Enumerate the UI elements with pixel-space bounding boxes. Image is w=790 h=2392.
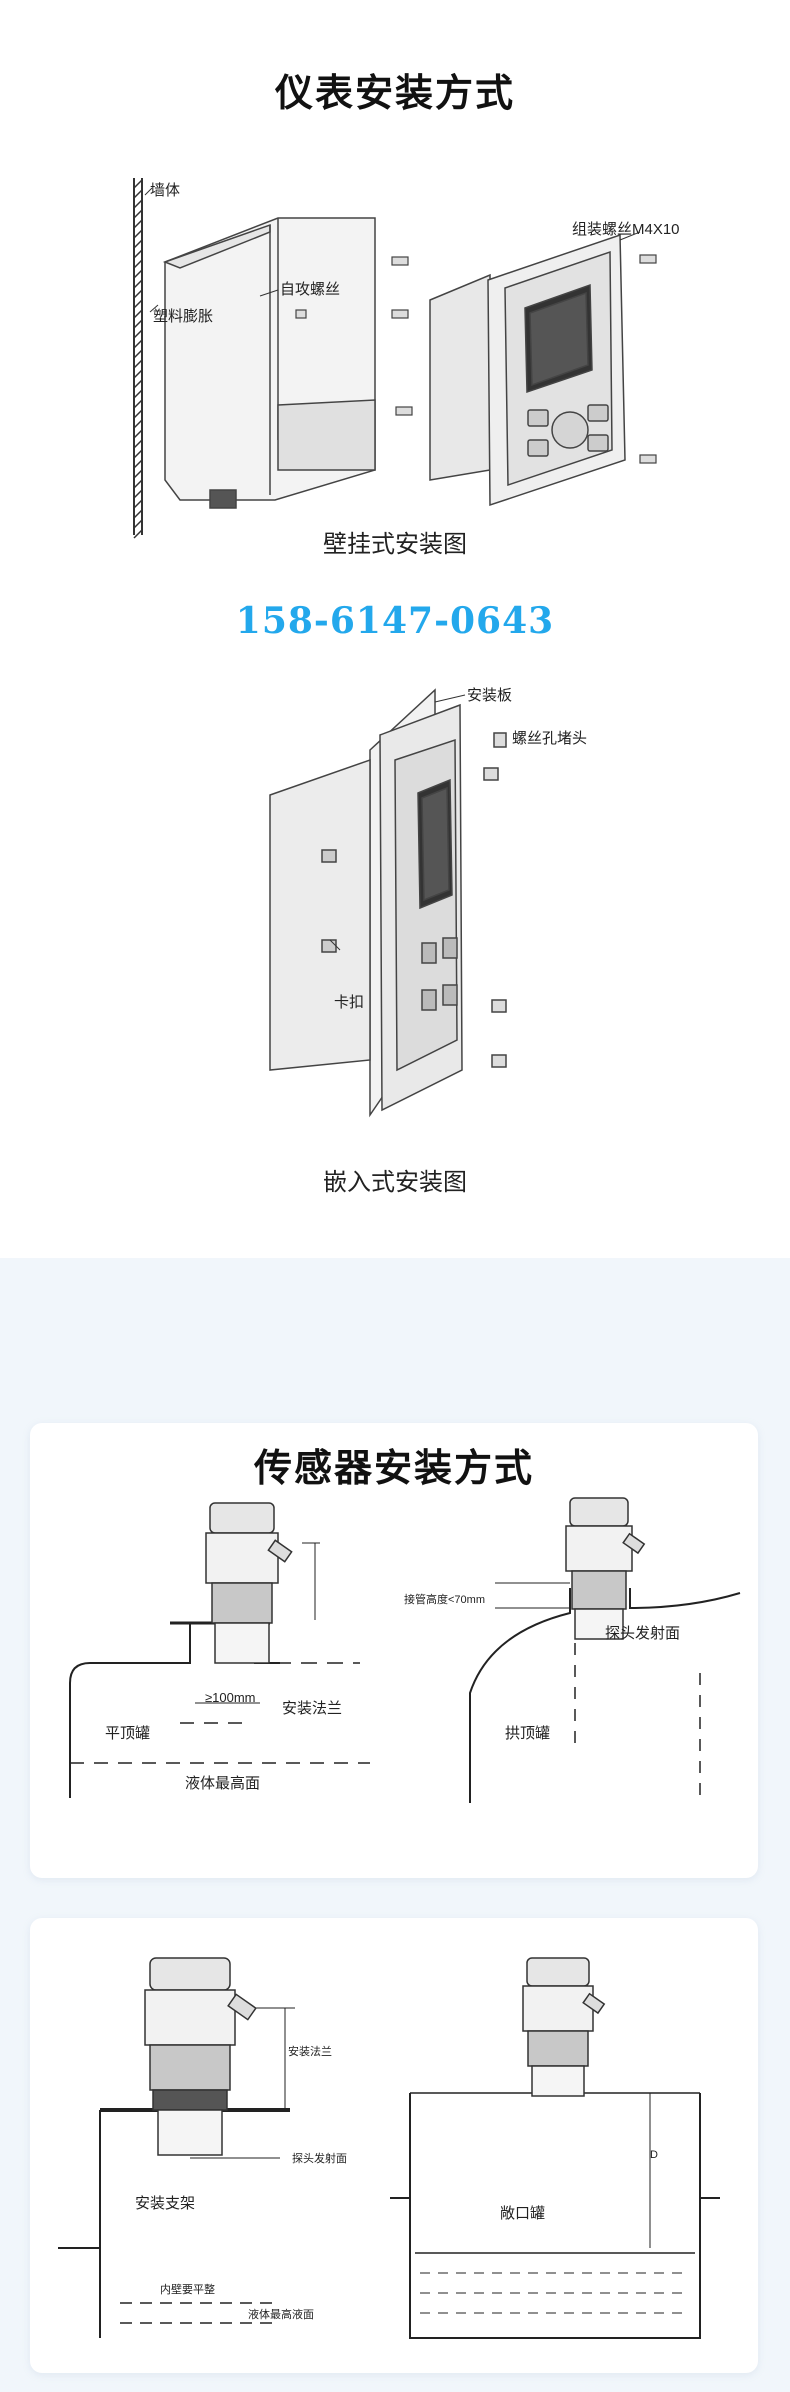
tank-top-diagrams: ≥100mm 安装法兰 平顶罐 液体最高面 接管高度<70mm 探头发 bbox=[69, 1497, 741, 1803]
wall-hatch-stroke bbox=[133, 369, 143, 379]
sensor-install-section: 传感器安装方式 ≥100mm 安装法兰 bbox=[0, 1258, 790, 2392]
sensor-probe-1 bbox=[205, 1502, 293, 1664]
wall-hatch-stroke bbox=[133, 239, 143, 249]
wall-hatch-stroke bbox=[133, 309, 143, 319]
label-max-level-1: 液体最高面 bbox=[185, 1775, 260, 1792]
meter-install-section: 仪表安装方式 bbox=[133, 73, 680, 1196]
label-dome-top-tank: 拱顶罐 bbox=[505, 1725, 550, 1742]
wall-hatch-stroke bbox=[133, 219, 143, 229]
wall-hatch-stroke bbox=[133, 229, 143, 239]
wall-hatch-stroke bbox=[133, 299, 143, 309]
leader-lines bbox=[144, 187, 641, 313]
wall-hatch-stroke bbox=[133, 449, 143, 459]
wall-hatch-stroke bbox=[133, 519, 143, 529]
wall-mount-diagram: 墙体 自攻螺丝 塑料膨胀 组装螺丝M4X10 bbox=[133, 178, 680, 539]
wall-hatch-stroke bbox=[133, 379, 143, 389]
wall-mount-caption: 壁挂式安装图 bbox=[323, 531, 467, 558]
wall-hatch-stroke bbox=[133, 259, 143, 269]
wall-hatch-stroke bbox=[133, 359, 143, 369]
wall-hatch-stroke bbox=[133, 289, 143, 299]
sensor-probe-3 bbox=[144, 1957, 257, 2156]
screws bbox=[295, 254, 657, 464]
meter-front bbox=[429, 233, 626, 507]
wall-hatch-stroke bbox=[133, 489, 143, 499]
label-open-tank: 敞口罐 bbox=[500, 2205, 545, 2222]
label-flat-top-tank: 平顶罐 bbox=[105, 1725, 150, 1742]
open-tank bbox=[390, 2092, 720, 2339]
wall-hatch-stroke bbox=[133, 269, 143, 279]
label-flange-1: 安装法兰 bbox=[282, 1700, 342, 1717]
label-bracket: 安装支架 bbox=[135, 2195, 195, 2212]
sensor-probe-2 bbox=[565, 1497, 646, 1640]
wall-hatch-stroke bbox=[133, 209, 143, 219]
label-size: ≥100mm bbox=[205, 1690, 255, 1705]
label-screw-hole-plug: 螺丝孔堵头 bbox=[512, 730, 587, 747]
wall-hatch-stroke bbox=[133, 349, 143, 359]
wall-hatch-stroke bbox=[133, 439, 143, 449]
wall-hatch-stroke bbox=[133, 279, 143, 289]
label-self-tap-screw: 自攻螺丝 bbox=[280, 281, 340, 298]
label-flange-2: 安装法兰 bbox=[288, 2044, 332, 2058]
label-probe-face-1: 探头发射面 bbox=[605, 1625, 680, 1642]
wall-hatch-stroke bbox=[133, 469, 143, 479]
wall-hatch-stroke bbox=[133, 529, 143, 539]
wall-hatch-stroke bbox=[133, 399, 143, 409]
mount-box bbox=[162, 217, 376, 509]
bracket-open-tank-diagrams: 安装法兰 探头发射面 安装支架 内壁要平整 液体最高液面 bbox=[58, 1957, 720, 2339]
label-assembly-screw: 组装螺丝M4X10 bbox=[572, 221, 680, 238]
wall-hatch-stroke bbox=[133, 409, 143, 419]
label-clip: 卡扣 bbox=[334, 994, 364, 1011]
phone-number: 158-6147-0643 bbox=[235, 600, 555, 642]
panel-mount-caption: 嵌入式安装图 bbox=[323, 1169, 467, 1196]
wall-hatch-stroke bbox=[133, 249, 143, 259]
label-max-level-2: 液体最高液面 bbox=[248, 2307, 314, 2321]
wall-hatch-stroke bbox=[133, 499, 143, 509]
wall-hatch-stroke bbox=[133, 199, 143, 209]
wall-hatch-stroke bbox=[133, 429, 143, 439]
wall-hatch-stroke bbox=[133, 419, 143, 429]
wall-hatch-stroke bbox=[133, 179, 143, 189]
sensor-probe-4 bbox=[522, 1957, 606, 2097]
label-wall: 墙体 bbox=[150, 182, 180, 199]
meter-install-title: 仪表安装方式 bbox=[274, 73, 515, 115]
label-inner-wall: 内壁要平整 bbox=[160, 2282, 215, 2296]
label-distance: D bbox=[650, 2149, 658, 2161]
wall-hatch-stroke bbox=[133, 459, 143, 469]
wall-hatch-stroke bbox=[133, 479, 143, 489]
wall-hatch-stroke bbox=[133, 329, 143, 339]
label-probe-face-2: 探头发射面 bbox=[292, 2151, 347, 2165]
wall-hatch-stroke bbox=[133, 319, 143, 329]
panel-plate bbox=[269, 688, 507, 1118]
panel-mount-diagram: 安装板 螺丝孔堵头 卡扣 bbox=[269, 686, 587, 1118]
label-pipe-height: 接管高度<70mm bbox=[404, 1592, 485, 1606]
label-plastic-expansion: 塑料膨胀 bbox=[153, 308, 213, 325]
wall-hatch-stroke bbox=[133, 509, 143, 519]
dome-top-tank bbox=[469, 1582, 741, 1803]
sensor-card-2: 安装法兰 探头发射面 安装支架 内壁要平整 液体最高液面 bbox=[30, 1918, 758, 2373]
wall-hatch-stroke bbox=[133, 389, 143, 399]
sensor-card-1: 传感器安装方式 ≥100mm 安装法兰 bbox=[30, 1423, 758, 1878]
wall-hatch-stroke bbox=[133, 339, 143, 349]
label-mount-plate: 安装板 bbox=[467, 686, 512, 704]
sensor-install-title: 传感器安装方式 bbox=[253, 1448, 534, 1490]
wall-hatch-stroke bbox=[133, 189, 143, 199]
